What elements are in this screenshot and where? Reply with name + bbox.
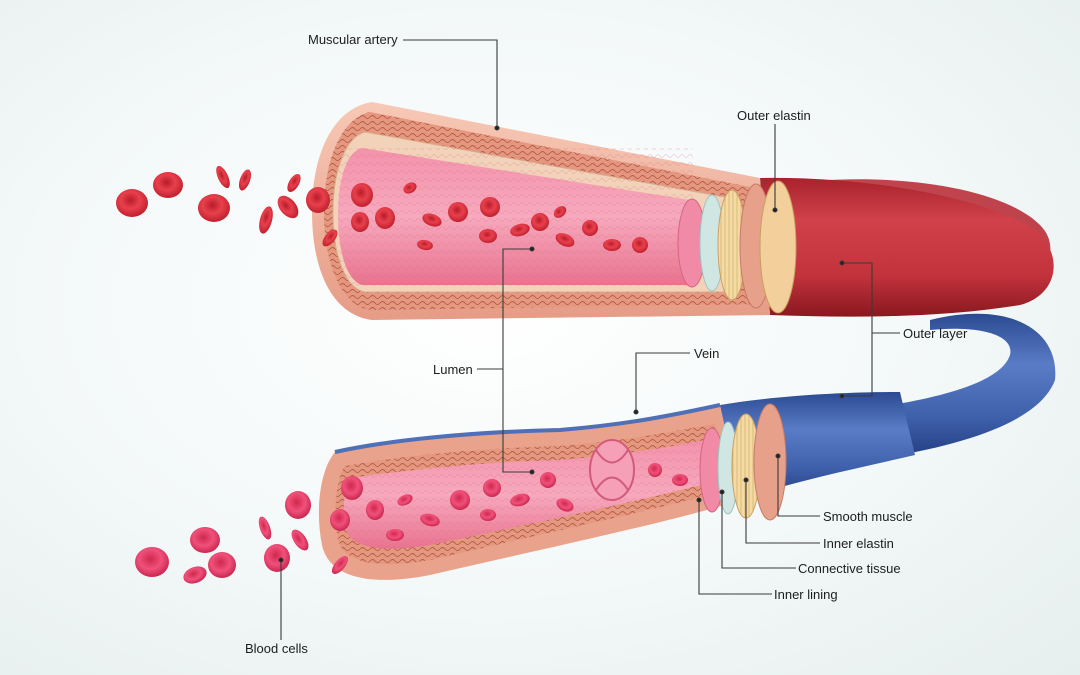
label-inner-lining: Inner lining xyxy=(774,587,838,602)
vein-illustration xyxy=(318,313,1056,580)
free-blood-cells-top xyxy=(116,165,338,247)
label-muscular-artery: Muscular artery xyxy=(308,32,398,47)
label-vein: Vein xyxy=(694,346,720,361)
label-lumen: Lumen xyxy=(433,362,473,377)
label-inner-elastin: Inner elastin xyxy=(823,536,894,551)
label-blood-cells: Blood cells xyxy=(245,641,308,656)
artery-illustration xyxy=(312,102,1054,320)
label-outer-elastin: Outer elastin xyxy=(737,108,811,123)
label-outer-layer: Outer layer xyxy=(903,326,968,341)
label-connective-tissue: Connective tissue xyxy=(798,561,901,576)
label-smooth-muscle: Smooth muscle xyxy=(823,509,913,524)
vein-valve xyxy=(589,439,635,501)
leader-lines xyxy=(278,39,900,640)
free-blood-cells-bottom xyxy=(135,491,349,584)
